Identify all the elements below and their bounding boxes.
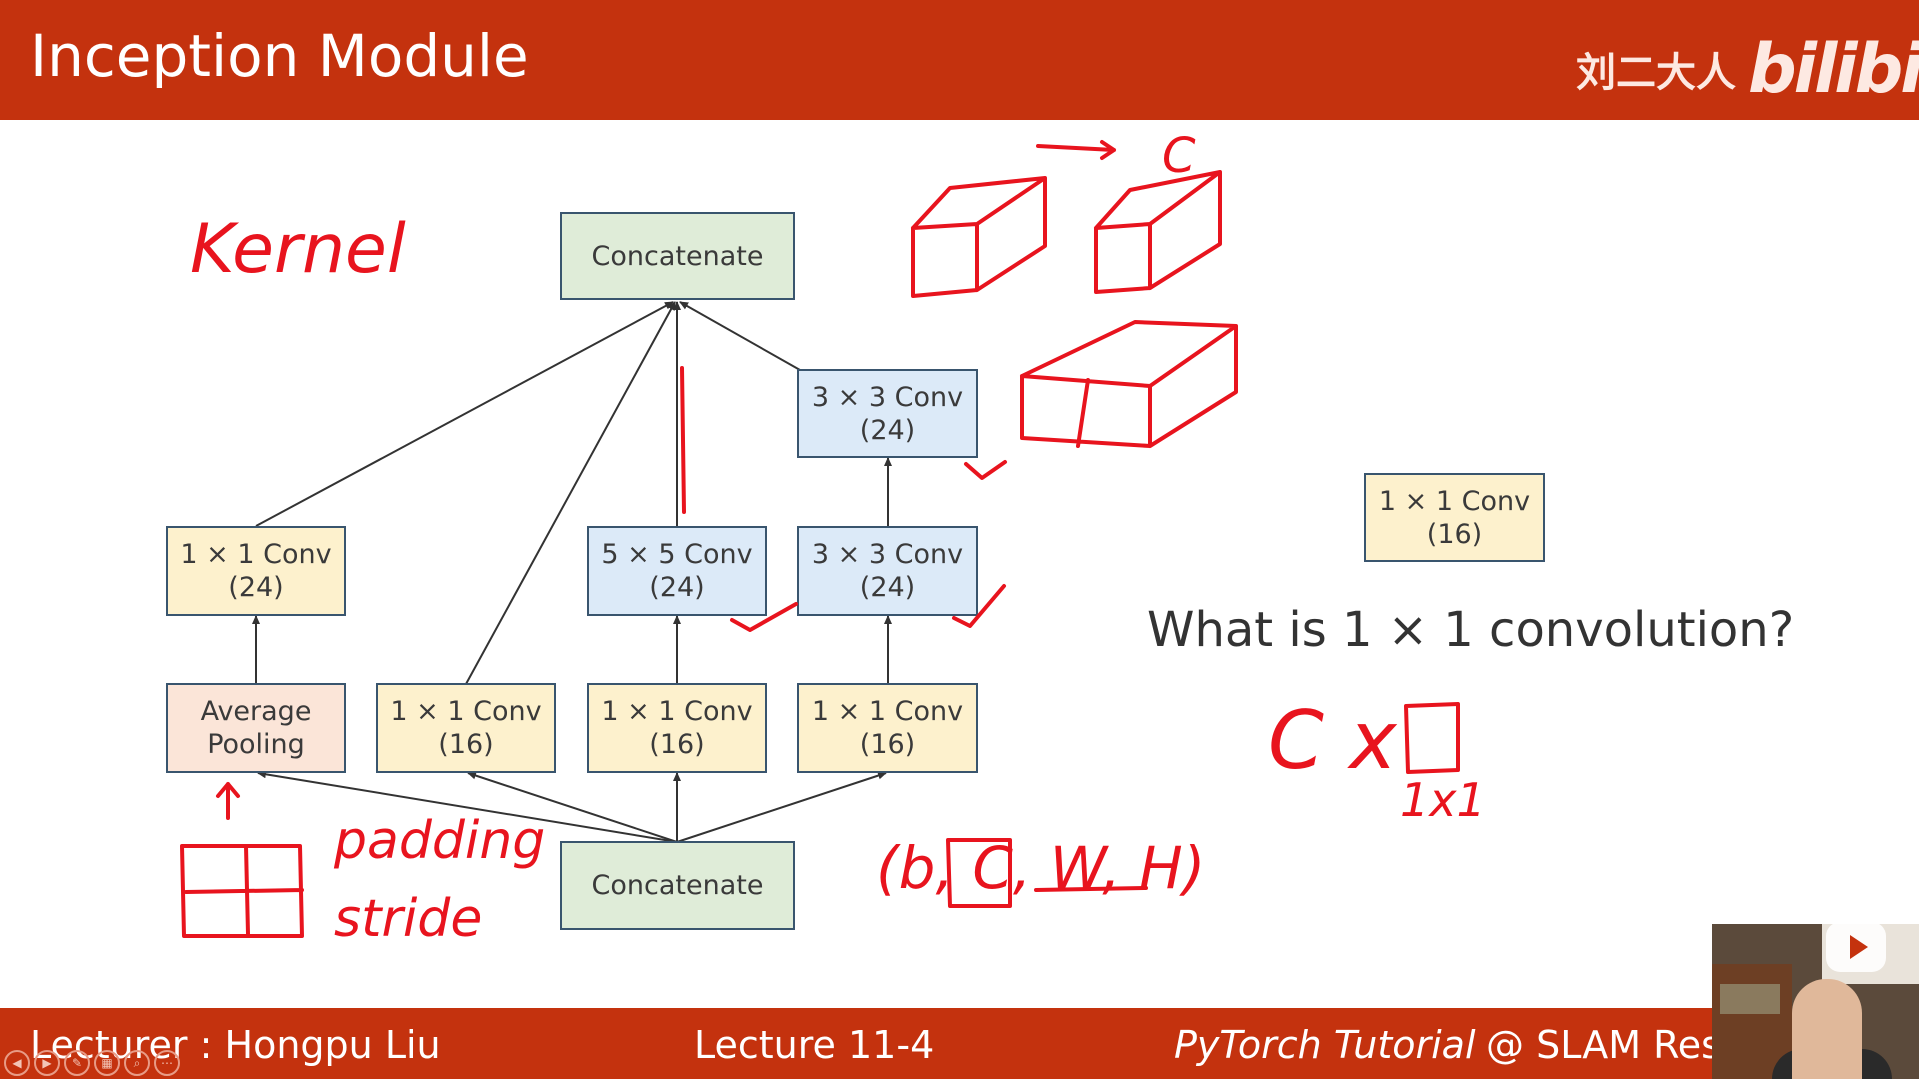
conv-channels-label: (24) <box>228 572 284 603</box>
arrow-input-to-avgpool <box>257 770 678 843</box>
padding-annotation: padding <box>333 811 545 871</box>
slide-controls: ◀ ▶ ✎ ▦ ⌕ ⋯ <box>4 1050 234 1076</box>
one-by-one-annotation: 1x1 <box>1400 773 1486 827</box>
conv-channels-label: (16) <box>859 729 916 760</box>
conv-op-label: 1 × 1 Conv <box>811 696 964 727</box>
previous-slide-icon[interactable]: ◀ <box>4 1050 30 1076</box>
sketch-grid <box>180 844 304 938</box>
arrow-input-to-1x1c <box>676 771 887 843</box>
webcam-video <box>1712 924 1919 1079</box>
conv-channels-label: (16) <box>649 729 705 760</box>
stride-annotation: stride <box>334 889 482 949</box>
slides-grid-icon[interactable]: ▦ <box>94 1050 120 1076</box>
tensor-annotation: (b, C, W, H) <box>876 834 1205 902</box>
pool-label-line1: Average <box>200 696 312 727</box>
conv-op-label: 5 × 5 Conv <box>601 539 753 570</box>
kernel-annotation: Kernel <box>190 210 406 289</box>
checkmark-icon <box>730 602 798 632</box>
question-text: What is 1 × 1 convolution? <box>1147 602 1795 658</box>
concatenate-top-label: Concatenate <box>591 240 764 272</box>
arrow-avgbranch-to-concat <box>255 301 674 527</box>
lecture-number: Lecture 11-4 <box>694 1023 935 1067</box>
conv-op-label: 1 × 1 Conv <box>601 696 753 727</box>
slide-title: Inception Module <box>30 22 529 90</box>
sketch-underline <box>1034 886 1148 892</box>
bilibili-logo: bilibili <box>1748 30 1919 109</box>
play-icon[interactable] <box>1826 922 1886 972</box>
sketch-cube-1 <box>911 176 1047 298</box>
conv1x1-example-box: 1 × 1 Conv (16) <box>1364 473 1545 562</box>
arrow-3x3top-to-concat <box>679 301 801 371</box>
conv-op-label: 3 × 3 Conv <box>811 539 964 570</box>
header-bar: Inception Module 刘二大人 bilibili <box>0 0 1919 120</box>
conv-channels-label: (16) <box>438 729 494 760</box>
conv-op-label: 1 × 1 Conv <box>1378 485 1531 517</box>
conv5x5-box: 5 × 5 Conv (24) <box>587 526 767 616</box>
conv-channels-label: (24) <box>859 572 916 603</box>
conv-channels-label: (24) <box>649 572 705 603</box>
concatenate-bottom-label: Concatenate <box>591 870 764 901</box>
conv-channels-label: (24) <box>859 414 916 446</box>
webcam-speaker <box>1792 979 1862 1079</box>
sketch-slab <box>1020 320 1238 448</box>
conv1x1-24-box: 1 × 1 Conv (24) <box>166 526 346 616</box>
checkmark-icon <box>952 584 1006 628</box>
sketch-c-box <box>946 838 1012 908</box>
conv-channels-label: (16) <box>1426 518 1483 550</box>
webcam-books <box>1720 984 1780 1014</box>
course-title: PyTorch Tutorial <box>1174 1023 1476 1067</box>
concatenate-top-box: Concatenate <box>560 212 795 300</box>
conv-op-label: 3 × 3 Conv <box>811 381 964 413</box>
conv3x3-top-box: 3 × 3 Conv (24) <box>797 369 978 458</box>
sketch-arrow-right <box>1036 140 1116 160</box>
conv1x1-16-a-box: 1 × 1 Conv (16) <box>376 683 556 773</box>
pool-label-line2: Pooling <box>207 729 305 760</box>
author-label: 刘二大人 <box>1576 50 1736 96</box>
conv-op-label: 1 × 1 Conv <box>390 696 542 727</box>
zoom-icon[interactable]: ⌕ <box>124 1050 150 1076</box>
conv1x1-16-b-box: 1 × 1 Conv (16) <box>587 683 767 773</box>
pen-icon[interactable]: ✎ <box>64 1050 90 1076</box>
conv3x3-mid-box: 3 × 3 Conv (24) <box>797 526 978 616</box>
checkmark-icon <box>964 460 1007 480</box>
sketch-line-mark <box>680 366 686 514</box>
more-options-icon[interactable]: ⋯ <box>154 1050 180 1076</box>
average-pooling-box: Average Pooling <box>166 683 346 773</box>
c-annotation: C <box>1162 128 1196 184</box>
arrow-1x1-16-to-concat <box>465 301 676 685</box>
sketch-cube-2 <box>1094 170 1222 294</box>
sketch-small-square <box>1404 702 1460 774</box>
footer-bar: Lecturer : Hongpu Liu Lecture 11-4 PyTor… <box>0 1008 1919 1079</box>
cx-annotation: C x <box>1268 694 1398 787</box>
concatenate-bottom-box: Concatenate <box>560 841 795 930</box>
conv-op-label: 1 × 1 Conv <box>180 539 332 570</box>
arrow-input-to-1x1a <box>467 771 678 843</box>
next-slide-icon[interactable]: ▶ <box>34 1050 60 1076</box>
conv1x1-16-c-box: 1 × 1 Conv (16) <box>797 683 978 773</box>
sketch-arrow-up <box>216 782 240 820</box>
